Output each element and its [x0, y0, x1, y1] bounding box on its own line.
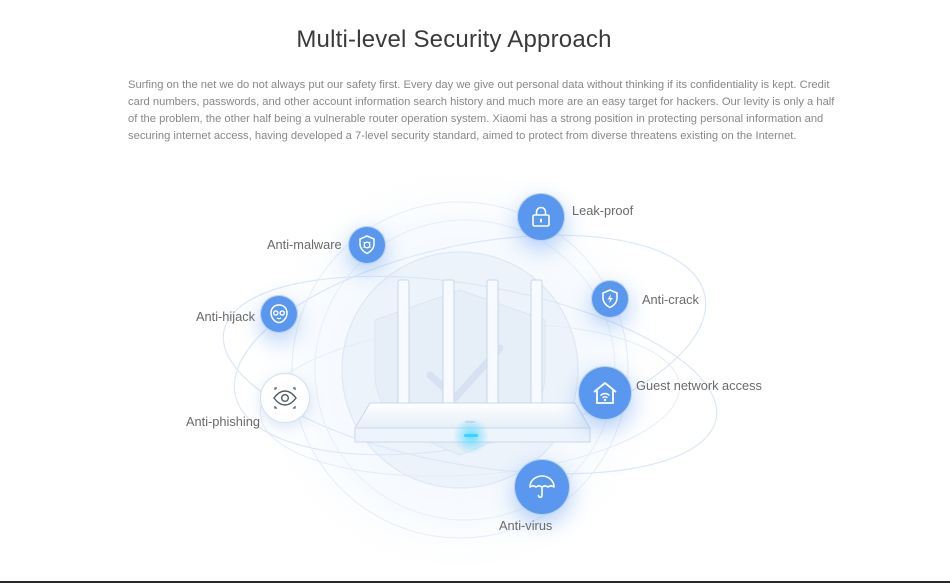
- eye-icon: [273, 387, 297, 409]
- mask-icon: [270, 304, 288, 324]
- anti-phishing-label: Anti-phishing: [186, 414, 260, 429]
- anti-crack-bubble[interactable]: [591, 280, 629, 318]
- bottom-divider: [0, 581, 950, 583]
- anti-virus-label: Anti-virus: [499, 518, 553, 533]
- umbrella-icon: [529, 475, 555, 499]
- anti-malware-label: Anti-malware: [267, 237, 342, 252]
- page-title: Multi-level Security Approach: [296, 26, 612, 53]
- anti-malware-bubble[interactable]: [348, 226, 386, 264]
- security-diagram: Leak-proof Anti-malware Anti-crack Anti-…: [0, 170, 950, 570]
- leak-proof-label: Leak-proof: [572, 203, 634, 218]
- guest-network-bubble[interactable]: [578, 366, 632, 420]
- intro-paragraph: Surfing on the net we do not always put …: [128, 79, 835, 142]
- shield-bug-icon: [359, 235, 375, 255]
- leak-proof-bubble[interactable]: [517, 193, 565, 241]
- home-wifi-icon: [593, 382, 617, 404]
- anti-crack-label: Anti-crack: [642, 292, 699, 307]
- guest-network-label: Guest network access: [636, 378, 762, 393]
- anti-hijack-label: Anti-hijack: [196, 309, 256, 324]
- router-illustration: [222, 170, 718, 570]
- anti-phishing-bubble[interactable]: [260, 373, 310, 423]
- anti-hijack-bubble[interactable]: [260, 295, 298, 333]
- lock-icon: [532, 206, 550, 227]
- shield-bolt-icon: [602, 289, 618, 309]
- anti-virus-bubble[interactable]: [514, 459, 570, 515]
